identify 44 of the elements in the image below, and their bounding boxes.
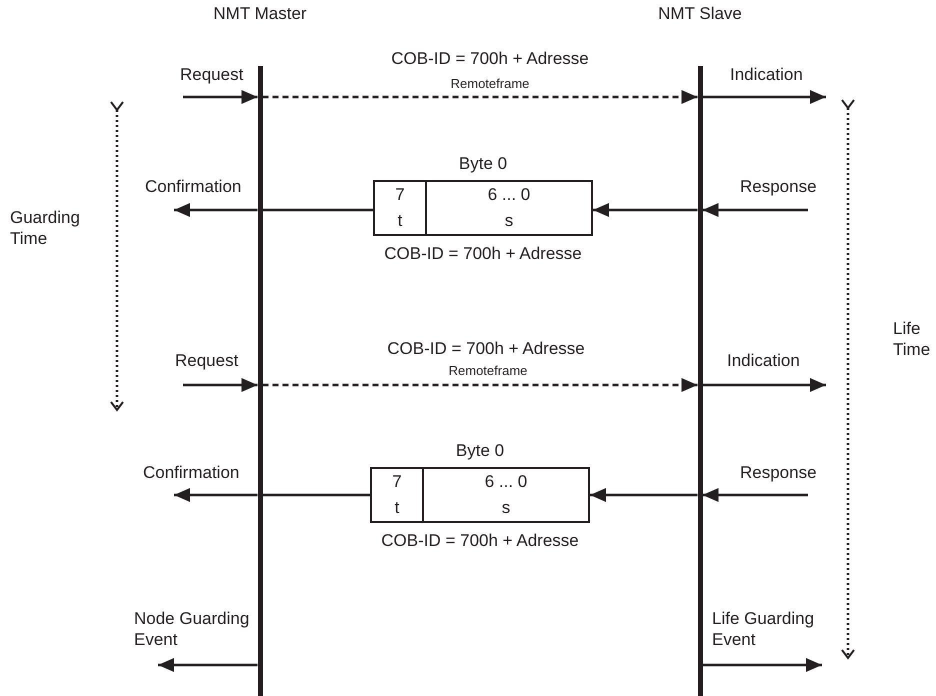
cob-id-label: COB-ID = 700h + Adresse xyxy=(381,530,579,551)
bit-field-value: t xyxy=(375,208,427,234)
bit-field-value: 6 ... 0 xyxy=(484,471,528,493)
dimension-label: Guarding Time xyxy=(10,207,81,249)
arrow xyxy=(702,658,822,672)
arrow xyxy=(174,203,258,217)
lifeline-label: NMT Slave xyxy=(658,3,742,24)
edge-label: Confirmation xyxy=(145,176,242,197)
lifeline-label: NMT Master xyxy=(213,3,307,24)
arrow xyxy=(262,378,698,392)
arrow xyxy=(702,488,808,502)
frame-label: Byte 0 xyxy=(456,440,504,461)
bit-field-value: 7 xyxy=(372,469,424,495)
frame-type-label: Remoteframe xyxy=(450,76,530,92)
bit-field-value: 6 ... 0 xyxy=(486,184,532,206)
edge-label: Response xyxy=(740,176,817,197)
arrow xyxy=(262,90,698,104)
edge-label: Request xyxy=(175,350,238,371)
arrow xyxy=(158,658,258,672)
arrow xyxy=(590,488,698,502)
edge-label: Request xyxy=(180,64,244,85)
arrow xyxy=(593,203,698,217)
arrow xyxy=(702,90,826,104)
cob-id-label: COB-ID = 700h + Adresse xyxy=(384,243,582,264)
edge-label: COB-ID = 700h + Adresse xyxy=(387,338,585,359)
bit-field-value: t xyxy=(372,495,424,521)
frame-label: Byte 0 xyxy=(458,153,508,174)
edge-label: Confirmation xyxy=(143,462,240,483)
frame-type-label: Remoteframe xyxy=(448,363,528,379)
arrow xyxy=(183,378,258,392)
dimension-label: Life Time xyxy=(893,318,932,360)
edge-label: Node Guarding Event xyxy=(134,608,250,650)
arrow xyxy=(183,90,258,104)
edge-label: Response xyxy=(740,462,817,483)
edge-label: Indication xyxy=(730,64,803,85)
edge-label: Life Guarding Event xyxy=(712,608,816,650)
bit-field-value: 7 xyxy=(375,182,427,208)
arrow xyxy=(702,378,826,392)
arrow xyxy=(702,203,808,217)
edge-label: COB-ID = 700h + Adresse xyxy=(391,48,589,69)
edge-label: Indication xyxy=(727,350,800,371)
arrow xyxy=(174,488,258,502)
bit-field-value: s xyxy=(500,497,512,519)
bit-field-value: s xyxy=(504,210,514,232)
